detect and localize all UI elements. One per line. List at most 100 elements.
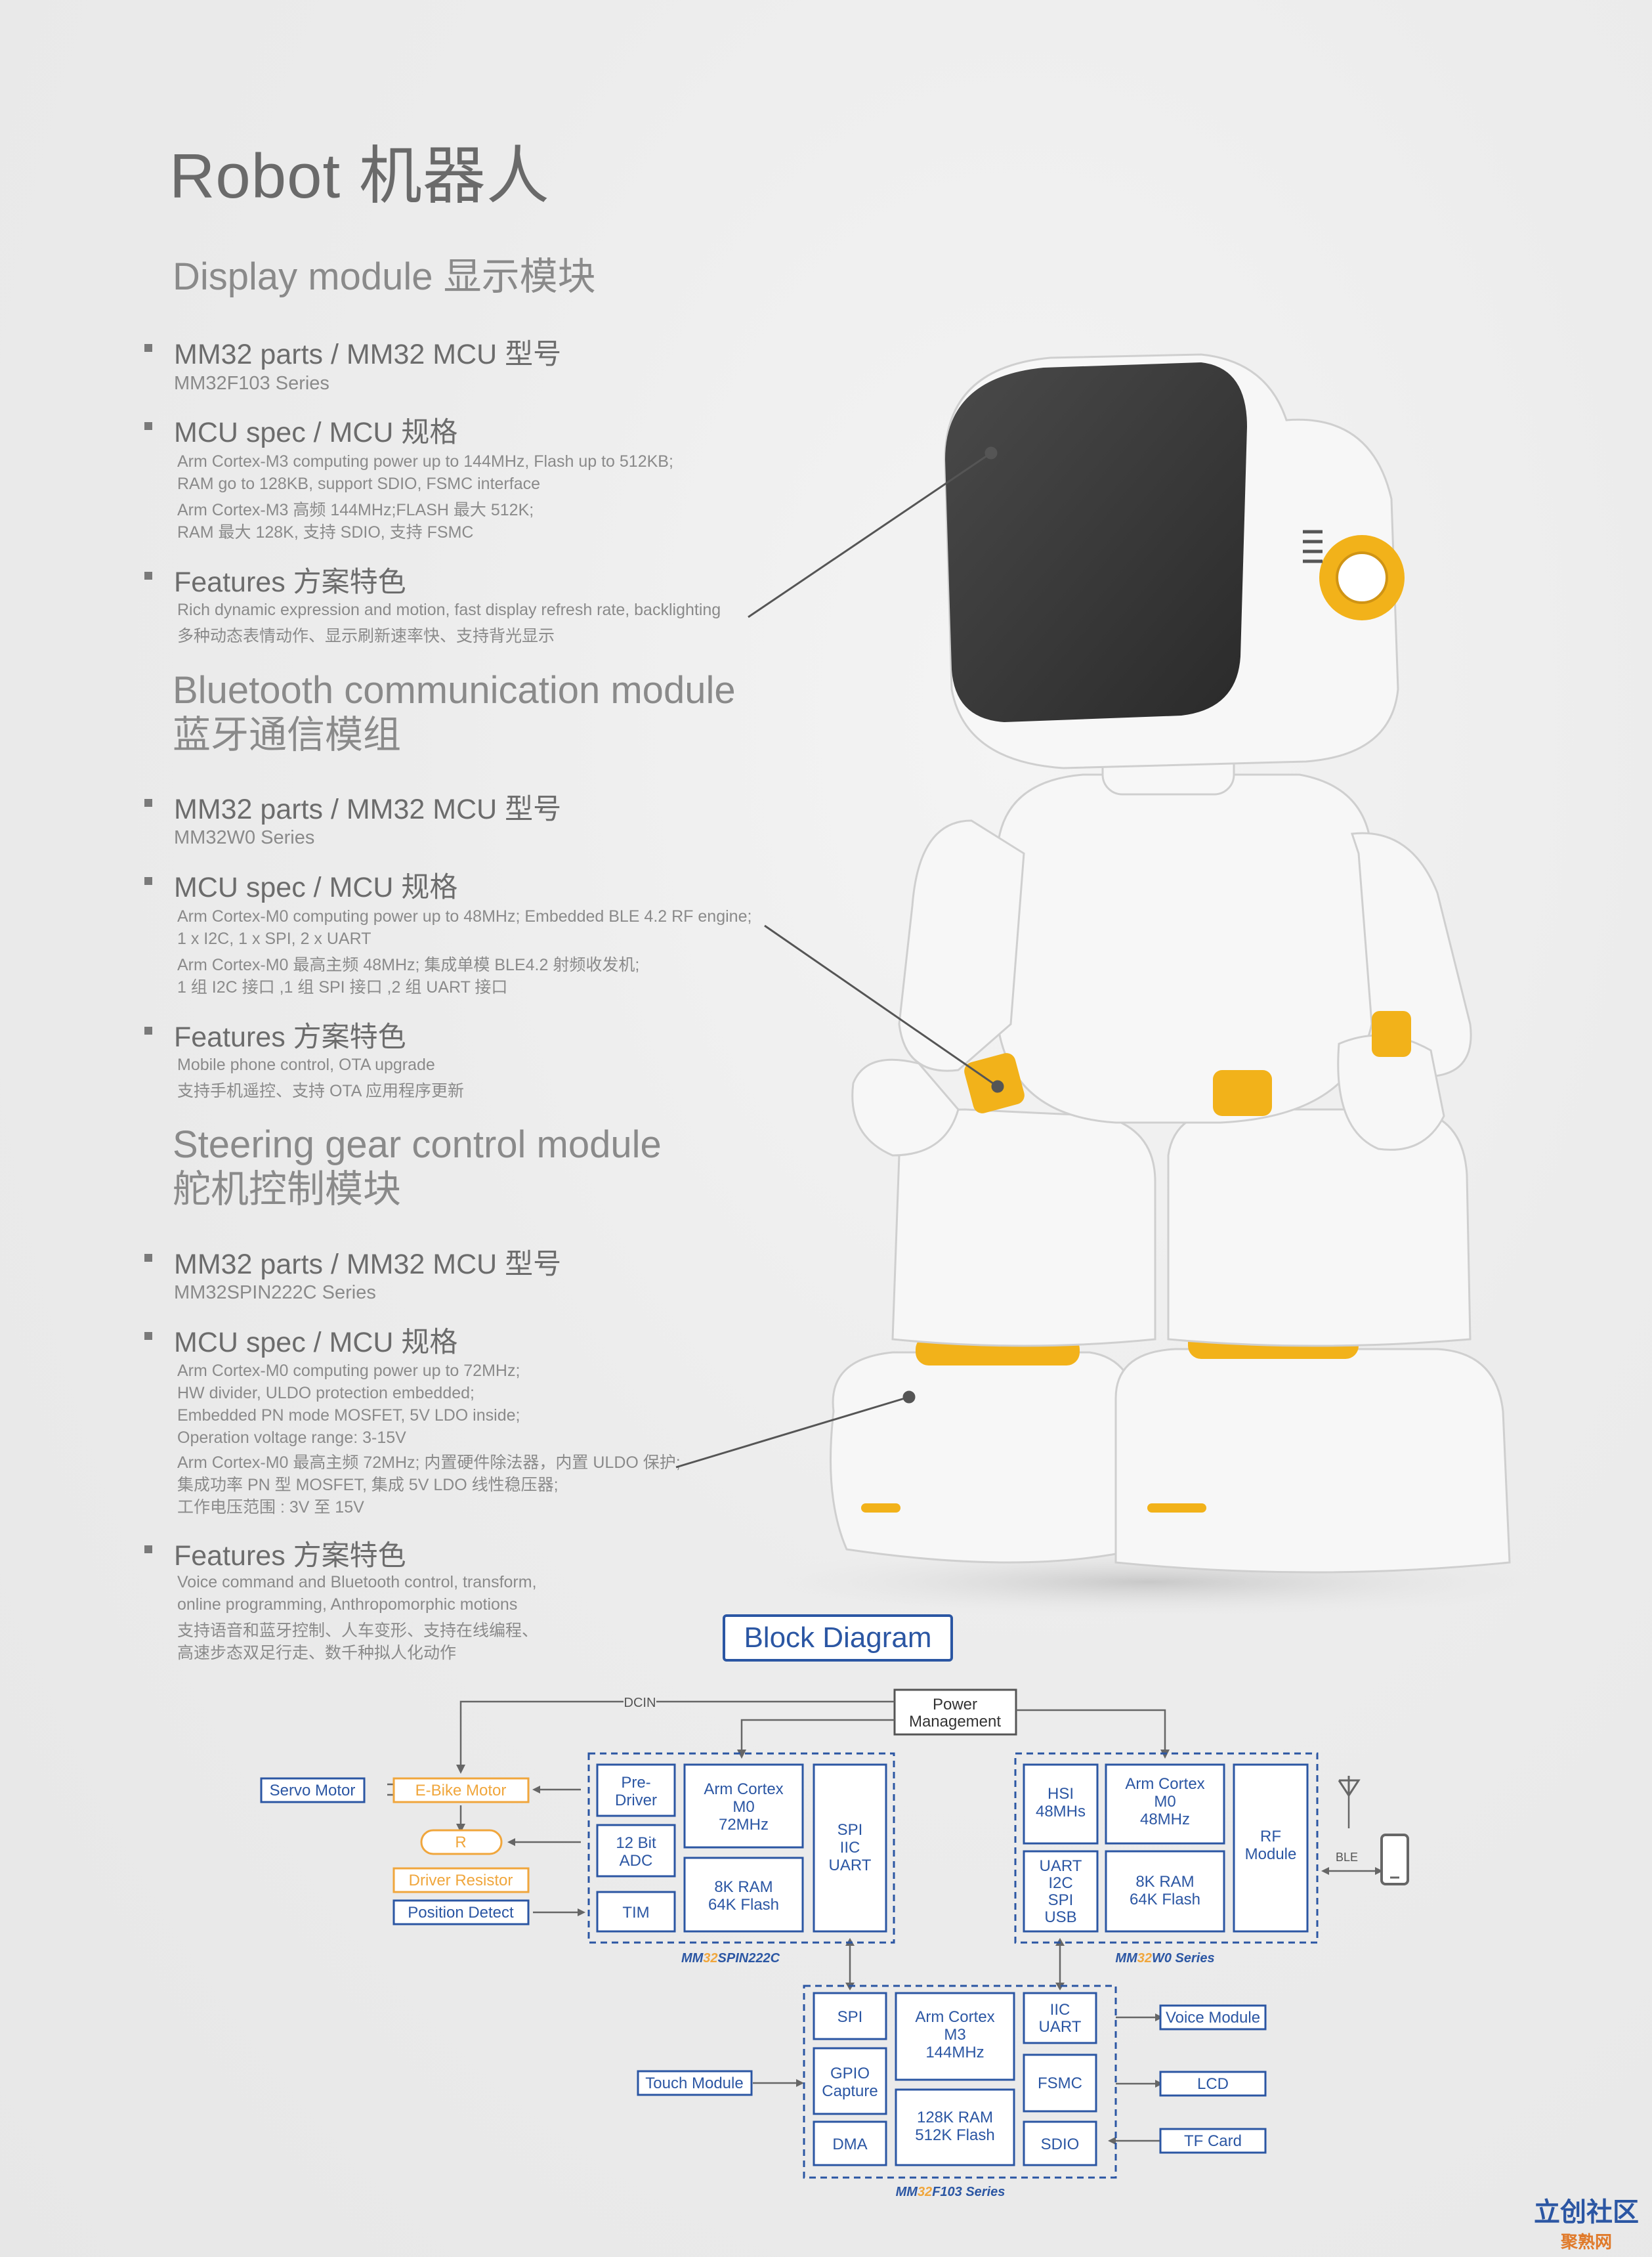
pre-driver-label: Pre-: [621, 1774, 650, 1792]
spec-line: Arm Cortex-M0 computing power up to 72MH…: [177, 1362, 520, 1380]
display-features-label: Features 方案特色: [174, 567, 406, 598]
series-number: 32: [918, 2185, 932, 2199]
gpio-label: Capture: [822, 2082, 878, 2100]
display-spec-label: MCU spec / MCU 规格: [174, 417, 458, 448]
dcin-label: DCIN: [624, 1696, 656, 1710]
page-title: Robot 机器人: [169, 141, 550, 211]
cortex-label: 48MHz: [1140, 1811, 1190, 1828]
robot-left-arm: [898, 819, 1025, 1072]
rf-label: RF: [1260, 1828, 1281, 1845]
series-spin222c-label: MM32SPIN222C: [681, 1951, 780, 1966]
bullet: [144, 344, 152, 352]
leader-dot: [991, 1080, 1004, 1093]
series-suffix: F103 Series: [932, 2185, 1005, 2199]
spin222c-group: [587, 1752, 895, 1944]
bullet: [144, 799, 152, 807]
leader-line-bluetooth: [764, 924, 998, 1088]
heading-line: 舵机控制模块: [173, 1168, 402, 1211]
spec-line: Arm Cortex-M3 高频 144MHz;FLASH 最大 512K;: [177, 501, 534, 519]
gpio-label: GPIO: [830, 2065, 870, 2082]
pre-driver-label: Driver: [615, 1792, 657, 1809]
heading-line: Bluetooth communication module: [173, 669, 736, 712]
spec-line: Embedded PN mode MOSFET, 5V LDO inside;: [177, 1406, 520, 1425]
cortex-label: M0: [1154, 1793, 1175, 1811]
uart-label: SPI: [1048, 1891, 1074, 1909]
spec-line: 集成功率 PN 型 MOSFET, 集成 5V LDO 线性稳压器;: [177, 1476, 559, 1494]
feature-line: online programming, Anthropomorphic moti…: [177, 1595, 518, 1614]
bt-spec-label: MCU spec / MCU 规格: [174, 872, 458, 903]
leader-line-steering: [675, 1396, 910, 1469]
spec-line: 1 组 I2C 接口 ,1 组 SPI 接口 ,2 组 UART 接口: [177, 978, 508, 997]
spi-label: IIC: [840, 1839, 860, 1857]
position-detect-box: [392, 1899, 530, 1925]
sg-parts-label: MM32 parts / MM32 MCU 型号: [174, 1249, 562, 1280]
servo-motor-label: Servo Motor: [270, 1782, 356, 1799]
leader-lines: [675, 446, 1004, 1469]
spec-line: 工作电压范围 : 3V 至 15V: [177, 1498, 364, 1516]
watermark-line: 聚熟网: [1560, 2232, 1612, 2252]
section-heading-display: Display module 显示模块: [173, 255, 596, 298]
robot-illustration: [675, 353, 1556, 1618]
touch-module-label: Touch Module: [645, 2074, 743, 2092]
bt-features: Mobile phone control, OTA upgrade 支持手机遥控…: [177, 1054, 464, 1102]
series-suffix: W0 Series: [1152, 1951, 1215, 1966]
sdio-label: SDIO: [1041, 2136, 1080, 2153]
spi-label: SPI: [837, 2008, 863, 2026]
robot-foot-light: [861, 1503, 900, 1513]
series-f103-label: MM32F103 Series: [896, 2185, 1006, 2199]
hsi-box: [1023, 1763, 1099, 1845]
ram-label: 64K Flash: [708, 1896, 779, 1914]
section-heading-bluetooth: Bluetooth communication module 蓝牙通信模组: [173, 668, 736, 758]
feature-line: 高速步态双足行走、数千种拟人化动作: [177, 1644, 457, 1662]
iic-label: UART: [1039, 2018, 1082, 2036]
spec-line: Arm Cortex-M0 computing power up to 48MH…: [177, 907, 752, 926]
antenna-icon: [1338, 1776, 1361, 1797]
bt-parts-value: MM32W0 Series: [174, 827, 315, 848]
touch-module-box: [637, 2070, 753, 2096]
robot-left-foot: [830, 1351, 1140, 1564]
driver-resistor-label: Driver Resistor: [409, 1872, 513, 1889]
spec-line: Operation voltage range: 3-15V: [177, 1429, 406, 1447]
w0-group: [1014, 1752, 1319, 1944]
robot-foot-light: [1147, 1503, 1206, 1513]
leader-dot: [902, 1390, 916, 1404]
ram-flash-box: [895, 2088, 1015, 2166]
adc-box: [596, 1824, 676, 1878]
lcd-box: [1159, 2071, 1267, 2097]
uart-label: USB: [1044, 1908, 1076, 1926]
bt-parts-label: MM32 parts / MM32 MCU 型号: [174, 794, 562, 825]
tim-label: TIM: [622, 1904, 649, 1922]
series-number: 32: [703, 1951, 717, 1966]
cortex-m0-48-box: [1105, 1763, 1225, 1845]
adc-label: ADC: [620, 1852, 653, 1870]
phone-icon: [1380, 1834, 1409, 1885]
ram-label: 512K Flash: [915, 2126, 994, 2144]
resistor-box: [420, 1829, 503, 1855]
uart-label: UART: [1040, 1857, 1082, 1875]
cortex-label: M3: [944, 2026, 965, 2044]
fsmc-box: [1023, 2053, 1097, 2113]
dma-label: DMA: [832, 2136, 867, 2153]
ebike-motor-label: E-Bike Motor: [415, 1782, 507, 1799]
feature-line: 多种动态表情动作、显示刷新速率快、支持背光显示: [177, 627, 555, 645]
driver-resistor-box: [392, 1867, 530, 1893]
position-detect-label: Position Detect: [408, 1904, 514, 1922]
tim-box: [596, 1891, 676, 1933]
sg-spec-en: Arm Cortex-M0 computing power up to 72MH…: [177, 1360, 520, 1449]
tf-card-box: [1159, 2128, 1267, 2154]
ebike-motor-box: [392, 1777, 530, 1803]
robot-left-hand: [851, 1058, 960, 1157]
spi-iic-uart-box: [813, 1763, 887, 1933]
connector: [740, 1719, 895, 1753]
sg-features-label: Features 方案特色: [174, 1540, 406, 1572]
cortex-label: Arm Cortex: [915, 2008, 994, 2026]
adc-label: 12 Bit: [616, 1834, 656, 1852]
cortex-m3-box: [895, 1992, 1015, 2081]
display-parts-label: MM32 parts / MM32 MCU 型号: [174, 339, 562, 370]
sg-spec-cn: Arm Cortex-M0 最高主频 72MHz; 内置硬件除法器，内置 ULD…: [177, 1451, 681, 1518]
sg-spec-label: MCU spec / MCU 规格: [174, 1327, 458, 1358]
dma-box: [813, 2120, 887, 2166]
block-diagram-title: Block Diagram: [723, 1614, 953, 1662]
